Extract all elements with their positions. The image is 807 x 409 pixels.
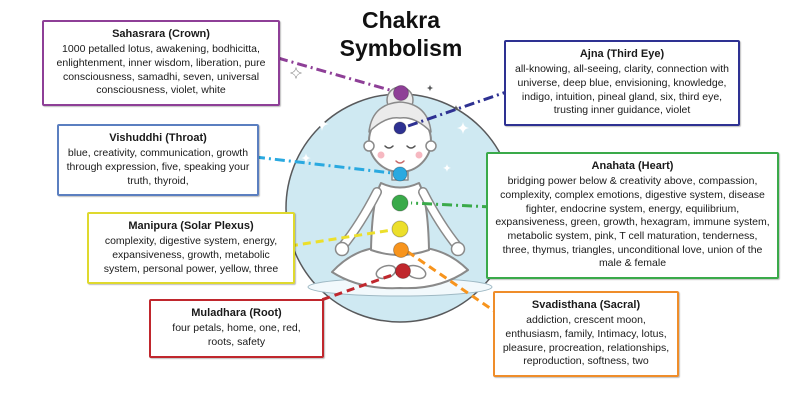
figure-cheek-right — [415, 151, 423, 159]
chakra-box-title: Ajna (Third Eye) — [579, 48, 665, 60]
chakra-box-title: Sahasrara (Crown) — [112, 28, 210, 40]
chakra-box-ajna: Ajna (Third Eye) all-knowing, all-seeing… — [504, 40, 740, 126]
connector-svadisthana — [407, 250, 501, 317]
chakra-box-description: bridging power below & creativity above,… — [495, 175, 770, 270]
chakra-box-title: Svadisthana (Sacral) — [531, 299, 641, 311]
figure-ear-right — [425, 140, 437, 152]
chakra-box-description: all-knowing, all-seeing, clarity, connec… — [515, 63, 729, 117]
crown-chakra-dot — [393, 85, 409, 101]
connector-vishuddhi — [254, 155, 393, 175]
star-icon — [342, 93, 354, 105]
root-chakra-dot — [395, 263, 411, 279]
chakra-box-description: addiction, crescent moon, enthusiasm, fa… — [502, 314, 670, 368]
figure-eye-right — [406, 145, 416, 149]
connector-manipura — [289, 228, 393, 248]
chakra-box-vishuddhi: Vishuddhi (Throat) blue, creativity, com… — [57, 124, 259, 197]
figure-hand-right — [450, 241, 466, 257]
sacral-chakra-dot — [393, 242, 409, 258]
chakra-dots — [391, 85, 411, 279]
figure-hair — [368, 101, 432, 133]
figure-ear-left — [363, 140, 375, 152]
connector-ajna — [407, 88, 513, 128]
connector-muladhara — [309, 271, 399, 306]
throat-chakra-dot — [392, 166, 408, 182]
star-icon — [426, 84, 434, 92]
connector-lines — [254, 56, 513, 317]
figure-mouth — [395, 160, 405, 164]
chakra-box-anahata: Anahata (Heart) bridging power below & c… — [486, 152, 779, 279]
page-title-line2: Symbolism — [339, 35, 463, 62]
figure-cheek-left — [377, 151, 385, 159]
solar-plexus-chakra-dot — [391, 220, 409, 238]
chakra-box-description: 1000 petalled lotus, awakening, bodhicit… — [56, 43, 266, 97]
star-icon — [289, 67, 303, 79]
heart-chakra-dot — [391, 194, 409, 212]
chakra-box-title: Vishuddhi (Throat) — [109, 132, 207, 144]
third-eye-chakra-dot — [393, 121, 407, 135]
page-title: Chakra Symbolism — [306, 6, 496, 62]
chakra-box-manipura: Manipura (Solar Plexus) complexity, dige… — [87, 212, 295, 285]
figure-eye-left — [384, 145, 394, 149]
chakra-box-description: four petals, home, one, red, roots, safe… — [172, 322, 301, 348]
chakra-box-muladhara: Muladhara (Root) four petals, home, one,… — [149, 299, 324, 358]
figure-torso — [370, 182, 430, 256]
chakra-box-description: blue, creativity, communication, growth … — [66, 147, 250, 187]
page-title-line1: Chakra — [362, 7, 440, 33]
chakra-box-title: Anahata (Heart) — [591, 160, 674, 172]
chakra-box-sahasrara: Sahasrara (Crown) 1000 petalled lotus, a… — [42, 20, 280, 106]
chakra-box-title: Muladhara (Root) — [191, 307, 282, 319]
chakra-box-description: complexity, digestive system, energy, ex… — [103, 235, 279, 275]
connector-anahata — [410, 201, 493, 209]
chakra-box-svadisthana: Svadisthana (Sacral) addiction, crescent… — [493, 291, 679, 377]
chakra-box-title: Manipura (Solar Plexus) — [128, 220, 254, 232]
figure-hand-left — [334, 241, 350, 257]
